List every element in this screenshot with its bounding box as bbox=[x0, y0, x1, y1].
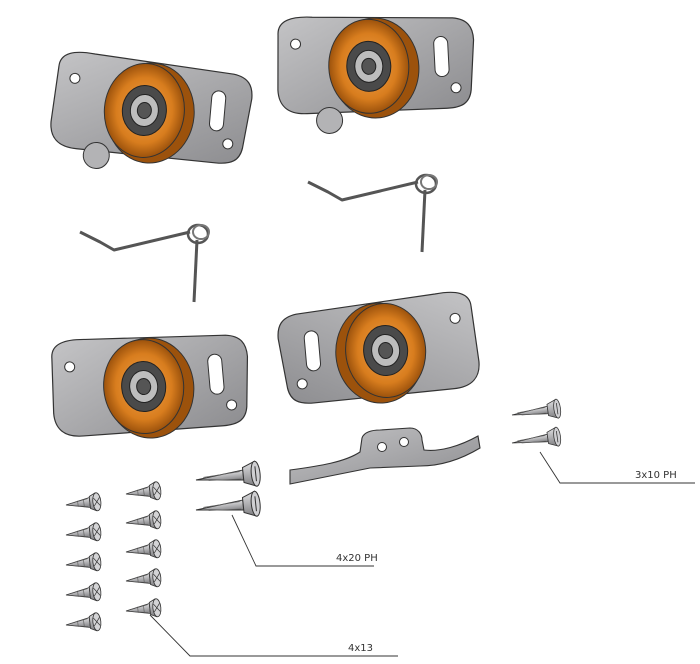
label-screw-wood: 4x13 bbox=[348, 643, 373, 654]
screws-wood bbox=[64, 480, 163, 635]
roller-top-right bbox=[273, 7, 478, 134]
roller-top-left bbox=[47, 49, 256, 173]
leader-screw-small bbox=[539, 451, 695, 484]
spring-left bbox=[78, 223, 211, 304]
label-screw-medium: 4x20 PH bbox=[336, 553, 378, 564]
leader-screw-wood bbox=[149, 614, 398, 657]
leader-screw-medium bbox=[231, 514, 374, 567]
label-screw-small: 3x10 PH bbox=[635, 470, 677, 481]
screws-medium bbox=[194, 460, 262, 523]
roller-bottom-right bbox=[274, 289, 483, 413]
spring-right bbox=[306, 173, 439, 254]
roller-bottom-left bbox=[46, 324, 255, 447]
screws-small bbox=[510, 398, 563, 453]
cam-bracket bbox=[289, 427, 481, 485]
